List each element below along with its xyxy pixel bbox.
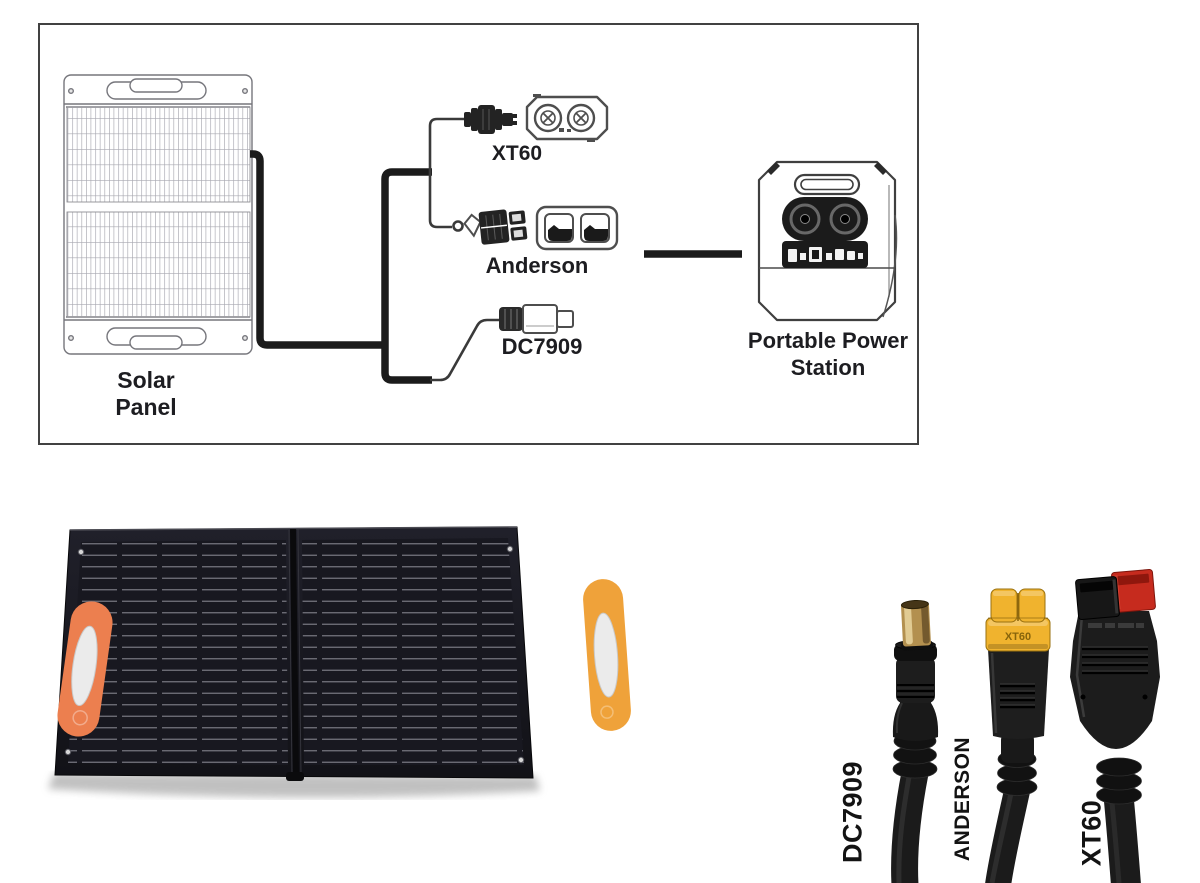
xt60-receptacle-icon <box>525 94 609 142</box>
cable-label-xt60: XT60 <box>1076 799 1107 867</box>
panel-corner-screws <box>68 88 248 342</box>
black-housing <box>1075 576 1120 621</box>
xt60-strain-relief <box>1096 757 1142 805</box>
panel-screws <box>64 545 525 764</box>
connector-cables-photo: XT60 <box>830 545 1200 883</box>
solar-panel-photo <box>40 515 660 815</box>
connection-diagram-art <box>63 74 898 384</box>
cable-label-dc7909: DC7909 <box>837 760 868 864</box>
xt60-plug-icon <box>464 105 517 134</box>
connection-diagram-box: Solar Panel XT60 Anderson DC7909 Portabl… <box>38 23 919 445</box>
dc7909-lead-wire <box>430 318 499 382</box>
anderson-receptacle-icon <box>535 205 619 251</box>
panel-output-wire <box>249 150 385 349</box>
panel-shadow <box>48 773 540 798</box>
dc7909-barrel-tip <box>900 599 934 651</box>
handle-grip-cutout <box>593 612 619 698</box>
solar-panel-drawing <box>63 74 253 355</box>
main-cable-wires <box>249 150 742 384</box>
xt60-molded-body <box>1070 611 1160 749</box>
power-station-label-line2: Station <box>790 355 866 380</box>
xt60-anderson-bracket-wire <box>428 117 464 229</box>
panel-fold-hinge <box>286 528 304 781</box>
panel-handle-right <box>583 579 631 731</box>
power-station-label: Portable Power Station <box>738 327 918 381</box>
dc7909-label: DC7909 <box>501 334 583 359</box>
anderson-wire-loop <box>452 220 464 232</box>
station-control-panel <box>782 241 868 268</box>
splitter-trunk-wire <box>381 168 432 384</box>
dc7909-cable <box>891 599 939 883</box>
panel-cells-right <box>302 538 524 765</box>
anderson-label: Anderson <box>485 253 589 278</box>
cable-label-anderson: ANDERSON <box>951 736 974 862</box>
power-station-label-line1: Portable Power <box>747 328 909 353</box>
xt60-labeled-cable <box>1070 568 1160 883</box>
panel-cells-left <box>68 540 288 765</box>
solar-panel-label: Solar Panel <box>115 367 177 420</box>
connector-molded-marking: XT60 <box>1005 631 1031 643</box>
xt60-label: XT60 <box>491 142 543 165</box>
power-station-drawing <box>757 160 898 322</box>
station-fan-housing <box>782 197 868 241</box>
connector-lead-wires <box>428 117 499 382</box>
anderson-labeled-cable: XT60 <box>985 588 1051 883</box>
yellow-connector-housing: XT60 <box>985 588 1051 652</box>
dc7909-plug-icon <box>499 304 574 334</box>
panel-handle-left <box>57 601 113 737</box>
anderson-plug-icon <box>463 209 528 245</box>
handle-grip-cutout <box>71 625 98 707</box>
